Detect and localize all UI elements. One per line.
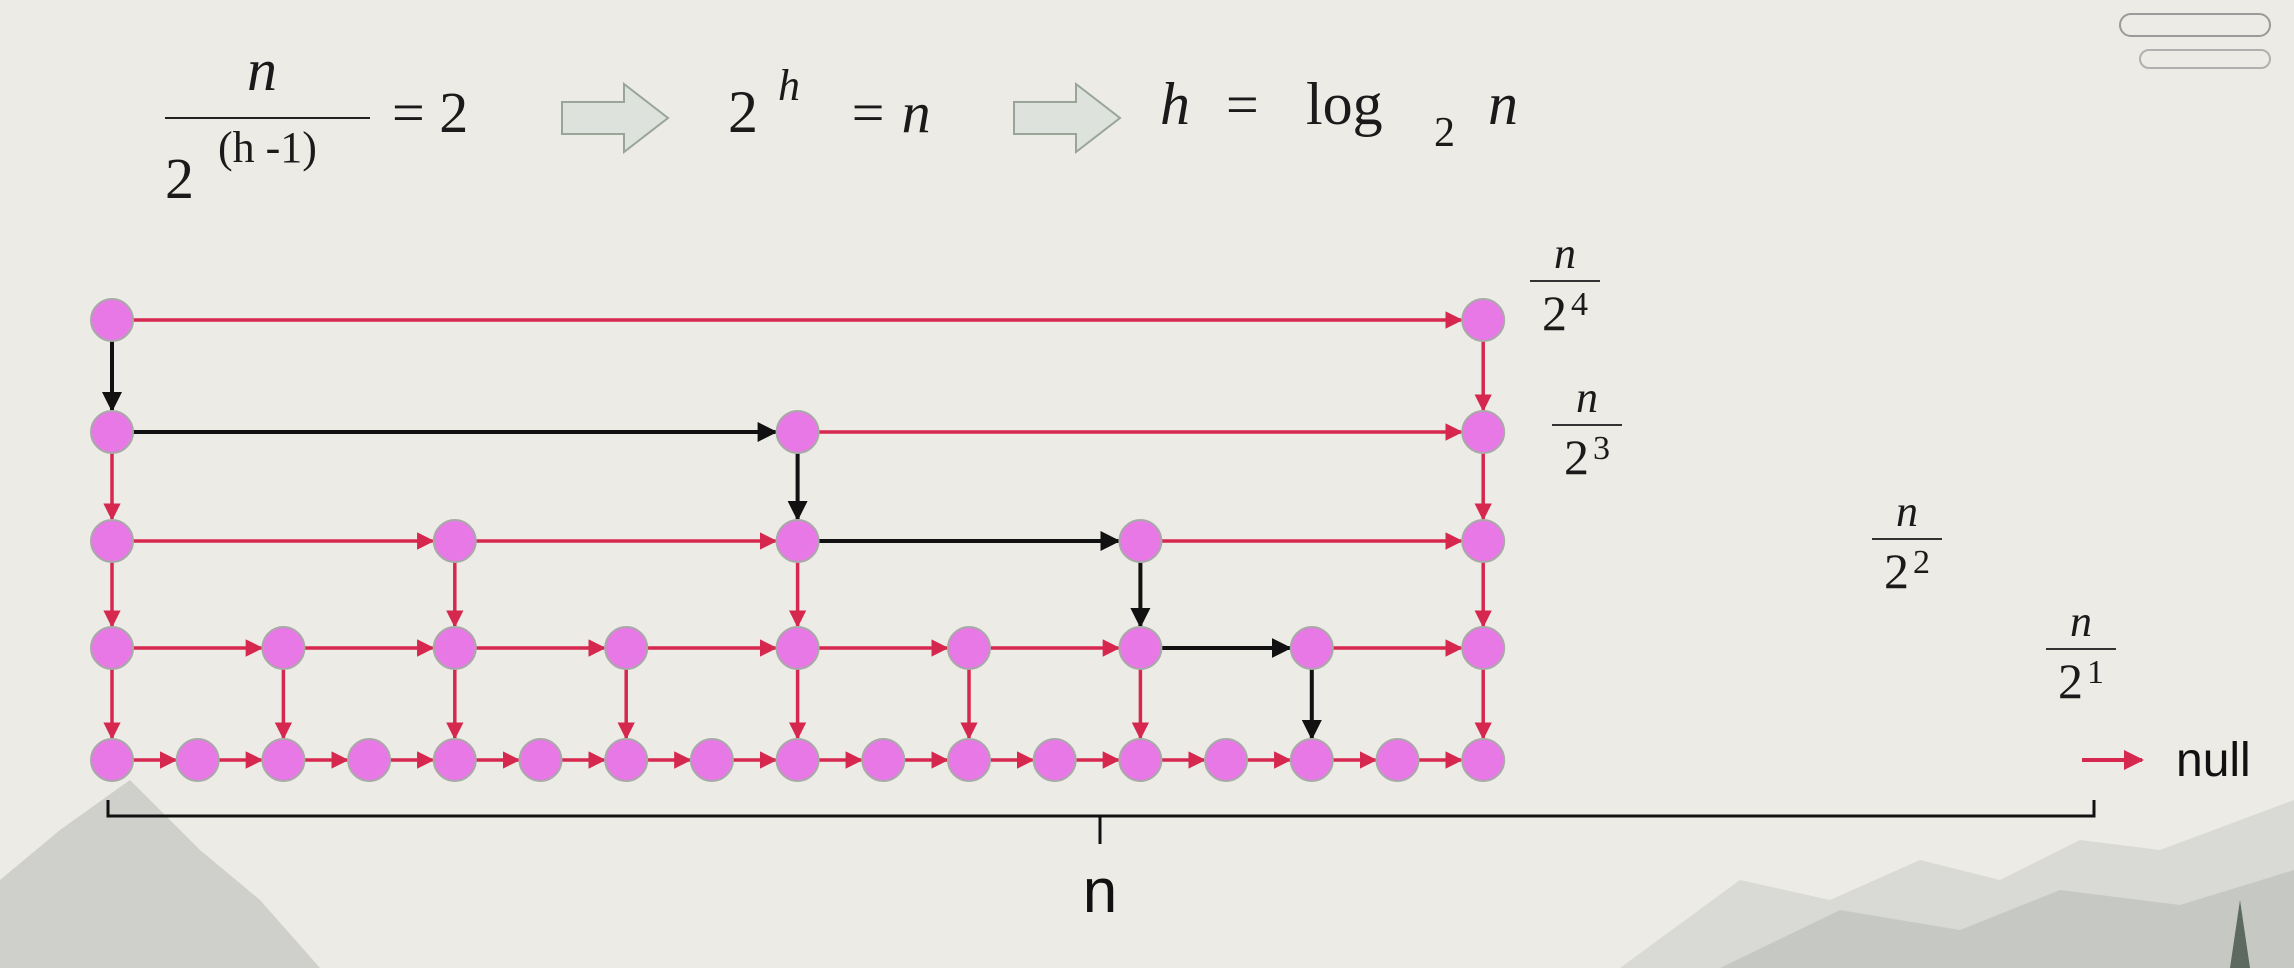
power-exponent-h: h — [778, 61, 800, 110]
skip-list-node — [1118, 738, 1163, 782]
equals-two: = 2 — [392, 80, 468, 145]
height-derivation-formula: n 2 (h -1) = 2 2 h = n h = log 2 n — [0, 0, 2294, 240]
level-count-bar — [2046, 648, 2116, 650]
skip-list-node — [1461, 738, 1506, 782]
log-argument: n — [1488, 71, 1518, 137]
skip-list-node — [90, 410, 134, 454]
level-count-numerator: n — [1896, 487, 1918, 536]
skip-list-node — [861, 738, 906, 782]
equals-sign: = — [1226, 72, 1259, 137]
skip-list-node — [947, 738, 991, 782]
skip-list-node — [775, 626, 820, 670]
level-count-bar — [1530, 280, 1600, 282]
skip-list-node — [347, 738, 392, 782]
skip-list-node — [1461, 410, 1506, 454]
skip-list-node — [1204, 738, 1249, 782]
skip-list-node — [1118, 626, 1163, 670]
fraction-den-base: 2 — [165, 146, 194, 211]
skip-list-node — [90, 738, 134, 782]
fraction-den-exponent: (h -1) — [218, 123, 317, 172]
skip-list-node — [432, 626, 477, 670]
skip-list-node — [1461, 519, 1506, 563]
log-base: 2 — [1434, 110, 1455, 156]
skip-list-node — [775, 738, 820, 782]
level-count-numerator: n — [2070, 597, 2092, 646]
fraction-numerator: n — [247, 37, 277, 103]
level-count-numerator: n — [1576, 373, 1598, 422]
skip-list-node — [1461, 626, 1506, 670]
h-variable: h — [1160, 71, 1190, 137]
log-function: log — [1306, 71, 1383, 137]
skip-list-node — [432, 519, 477, 563]
skip-list-node — [1118, 519, 1163, 563]
skip-list-node — [518, 738, 563, 782]
skip-list-node — [175, 738, 220, 782]
skip-list-node — [947, 626, 991, 670]
skip-list-node — [1289, 738, 1334, 782]
skip-list-node — [775, 519, 820, 563]
skip-list-links — [102, 311, 1492, 769]
power-base: 2 — [728, 79, 758, 145]
skip-list-node — [90, 298, 134, 342]
skip-list-node — [261, 738, 306, 782]
level-count-numerator: n — [1554, 229, 1576, 278]
skip-list-node — [1461, 298, 1506, 342]
equals-n: = n — [848, 80, 931, 145]
skip-list-node — [1375, 738, 1420, 782]
skip-list-node — [689, 738, 734, 782]
skip-list-nodes — [90, 298, 1506, 782]
level-count-bar — [1872, 538, 1942, 540]
skip-list-node — [432, 738, 477, 782]
implies-arrow-1 — [561, 81, 670, 155]
implies-arrow-2 — [1013, 81, 1122, 155]
level-count-bar — [1552, 424, 1622, 426]
skip-list-node — [775, 410, 820, 454]
skip-list-node — [1289, 626, 1334, 670]
null-label: null — [2176, 734, 2251, 787]
skip-list-node — [1032, 738, 1077, 782]
skip-list-node — [90, 519, 134, 563]
skip-list-node — [261, 626, 306, 670]
skip-list-node — [90, 626, 134, 670]
skip-list-node — [604, 626, 649, 670]
bottom-brace — [106, 800, 2096, 818]
brace-label: n — [1083, 857, 1117, 926]
skip-list-node — [604, 738, 649, 782]
